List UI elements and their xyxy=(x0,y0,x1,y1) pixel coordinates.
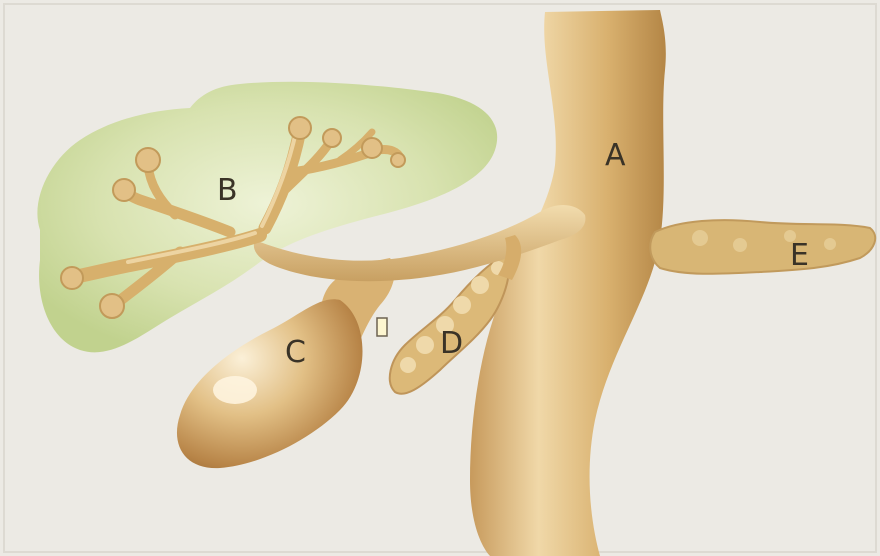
gallbladder-highlight xyxy=(213,376,257,404)
label-b: B xyxy=(217,173,238,208)
label-a: A xyxy=(605,138,626,173)
label-d: D xyxy=(440,326,463,361)
label-c: C xyxy=(285,335,306,370)
label-e: E xyxy=(790,238,809,273)
small-marker xyxy=(377,318,387,336)
